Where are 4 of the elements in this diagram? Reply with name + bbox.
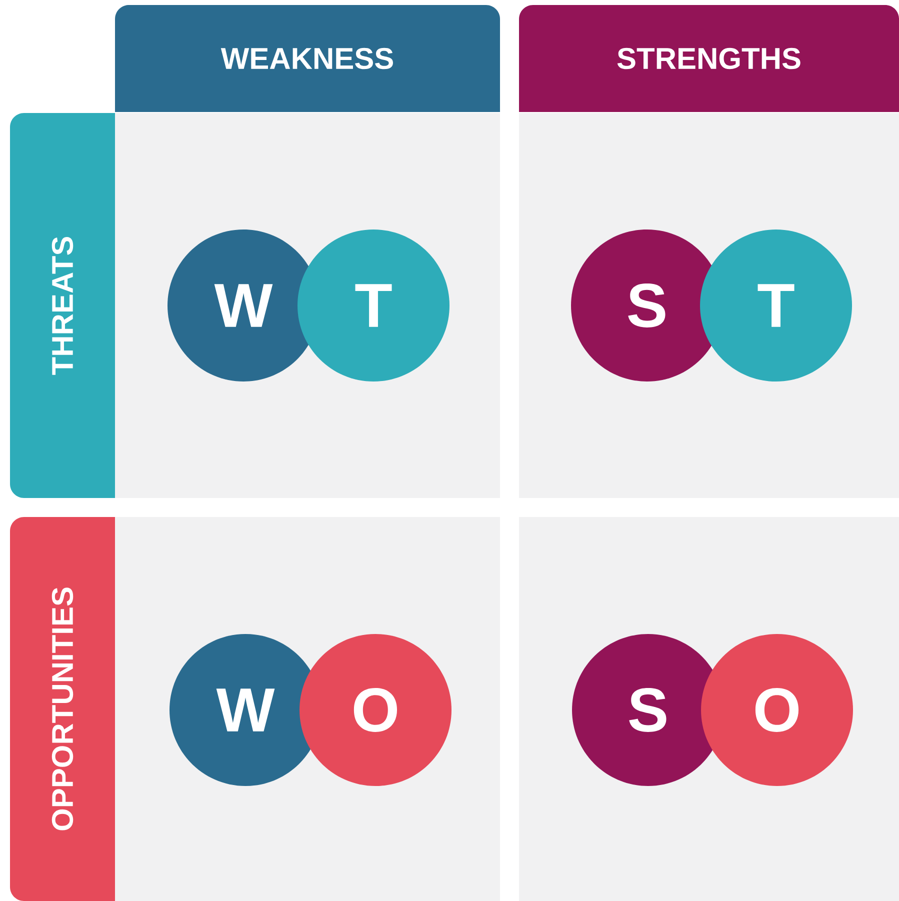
row-header: THREATS	[10, 112, 115, 498]
column-header: STRENGTHS	[519, 4, 899, 112]
row-header: OPPORTUNITIES	[10, 517, 115, 901]
column-header: WEAKNESS	[115, 4, 500, 112]
